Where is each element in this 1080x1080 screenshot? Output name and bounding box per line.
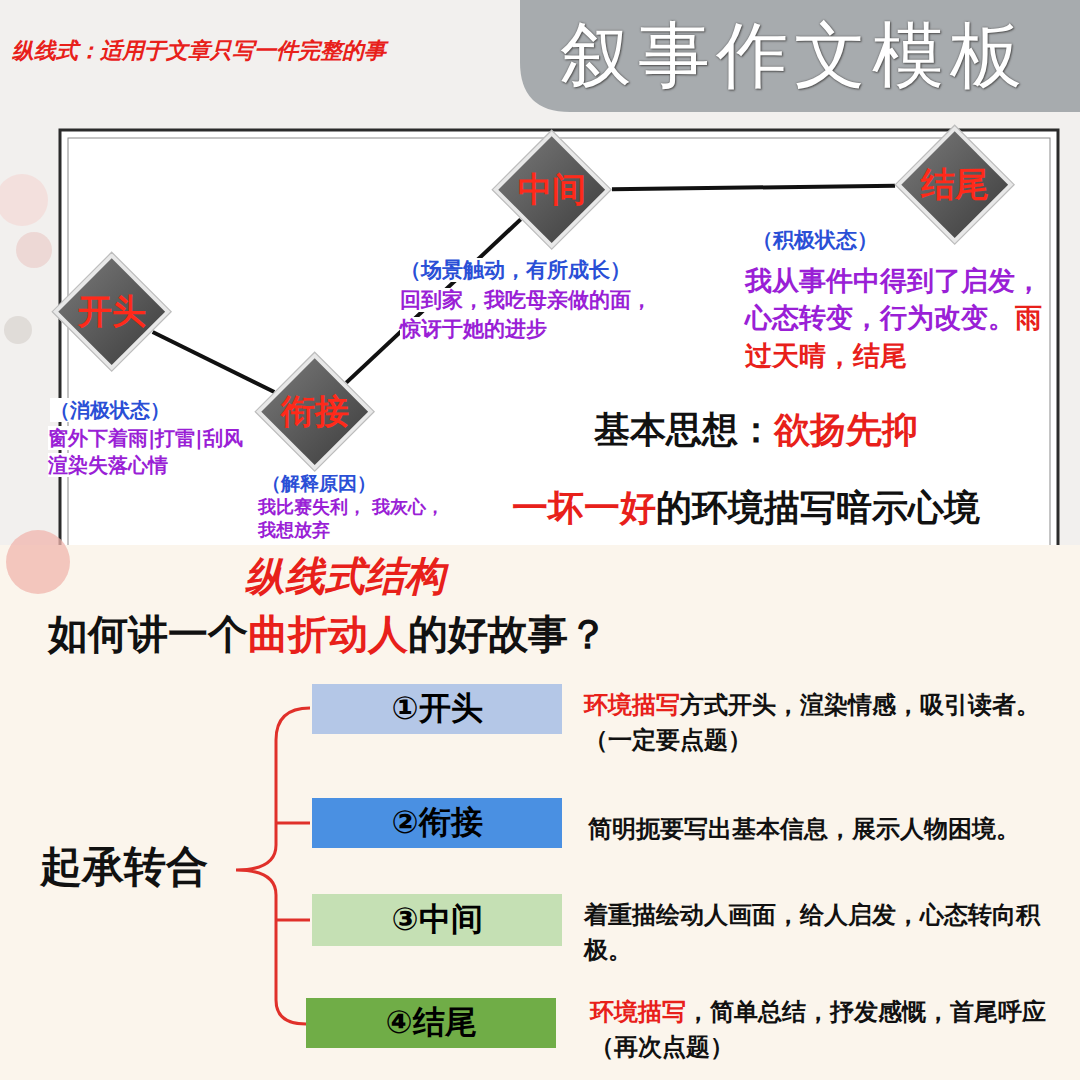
text-block: 我从事件中得到了启发，心态转变，行为改变。雨过天晴，结尾 (745, 262, 1045, 374)
flower-decor (4, 316, 32, 344)
flower-decor (16, 232, 52, 268)
annotation-text: 环境描写 (584, 691, 680, 719)
annotation-text: 曲折动人 (248, 611, 408, 657)
text-block: 基本思想：欲扬先抑 (594, 408, 1054, 451)
red-circle-decor (6, 530, 70, 594)
text-block: 起承转合 (40, 842, 240, 892)
annotation-text: 纵线式结构 (245, 553, 445, 599)
diamond-rim (493, 131, 612, 250)
flower-decor (0, 174, 48, 226)
trend-line (612, 186, 895, 190)
annotation-text: 回到家，我吃母亲做的面， 惊讶于她的进步 (400, 288, 652, 341)
diamond-rim (53, 253, 172, 372)
text-block: 环境描写方式开头，渲染情感，吸引读者。（一定要点题） (584, 688, 1054, 758)
diamond-rim (256, 353, 375, 472)
text-block: （积极状态） (752, 228, 952, 253)
node-label: 中间 (518, 171, 586, 208)
annotation-text: 的环境描写暗示心境 (656, 487, 980, 528)
page-title: 叙事作文模板 (560, 8, 1028, 104)
stage-diamond: 中间 (491, 129, 612, 250)
text-block: 纵线式结构 (245, 552, 565, 600)
annotation-text: 的好故事？ (408, 611, 608, 657)
stage-diamond: 开头 (51, 251, 172, 372)
text-block: 简明扼要写出基本信息，展示人物困境。 (588, 812, 1058, 847)
text-block: 纵线式：适用于文章只写一件完整的事 (12, 38, 502, 64)
node-label: 开头 (78, 293, 146, 330)
diamond-fill (59, 259, 166, 366)
annotation-text: 纵线式：适用于文章只写一件完整的事 (12, 38, 386, 63)
annotation-text: 着重描绘动人画面，给人启发，心态转向积极。 (584, 901, 1040, 964)
text-block: 一坏一好的环境描写暗示心境 (512, 486, 1052, 529)
step-box: ②衔接 (312, 798, 562, 848)
annotation-text: （消极状态） (50, 398, 170, 422)
annotation-text: （积极状态） (752, 228, 878, 252)
text-block: （解释原因） (262, 472, 462, 495)
stage-diamond: 结尾 (894, 124, 1015, 245)
text-block: 环境描写，简单总结，抒发感慨，首尾呼应（再次点题） (590, 995, 1060, 1065)
annotation-text: 我从事件中得到了启发，心态转变，行为改变。 (745, 265, 1042, 333)
annotation-text: （场景触动，有所成长） (400, 258, 631, 282)
annotation-text: 简明扼要写出基本信息，展示人物困境。 (588, 815, 1020, 843)
annotation-text: 如何讲一个 (48, 611, 248, 657)
annotation-text: 窗外下着雨|打雷|刮风 渲染失落心情 (48, 426, 243, 477)
node-label: 结尾 (921, 166, 989, 203)
text-block: 我比赛失利， 我灰心，我想放弃 (258, 495, 458, 542)
annotation-text: 基本思想： (594, 409, 774, 450)
text-block: 回到家，我吃母亲做的面， 惊讶于她的进步 (400, 286, 700, 345)
text-block: 窗外下着雨|打雷|刮风 渲染失落心情 (48, 425, 288, 479)
annotation-text: 欲扬先抑 (774, 409, 918, 450)
text-block: （场景触动，有所成长） (400, 258, 720, 283)
title-box (520, 0, 1080, 112)
bracket-prong (276, 823, 310, 920)
annotation-text: 一坏一好 (512, 487, 656, 528)
chart-frame-inner (68, 138, 1050, 550)
bracket (236, 708, 310, 1024)
node-label: ②衔接 (391, 805, 482, 840)
annotation-text: 起承转合 (40, 842, 208, 891)
annotation-text: 环境描写 (590, 998, 686, 1026)
diamond-fill (262, 359, 369, 466)
step-box: ③中间 (312, 894, 562, 946)
diamond-rim (896, 126, 1015, 245)
text-block: 着重描绘动人画面，给人启发，心态转向积极。 (584, 898, 1054, 968)
text-block: （消极状态） (50, 398, 290, 422)
stage-diamond: 衔接 (254, 351, 375, 472)
diamond-fill (902, 132, 1009, 239)
annotation-text: 我比赛失利， 我灰心，我想放弃 (258, 496, 444, 540)
trend-line (153, 332, 275, 392)
bottom-ground (0, 545, 1080, 1080)
node-label: ①开头 (391, 691, 482, 726)
node-label: ④结尾 (385, 1005, 476, 1040)
node-label: ③中间 (391, 902, 482, 937)
node-label: 衔接 (281, 393, 349, 430)
diamond-fill (499, 137, 606, 244)
step-box: ①开头 (312, 684, 562, 734)
step-box: ④结尾 (306, 998, 556, 1048)
annotation-text: （解释原因） (262, 472, 376, 494)
text-block: 如何讲一个曲折动人的好故事？ (48, 610, 848, 658)
